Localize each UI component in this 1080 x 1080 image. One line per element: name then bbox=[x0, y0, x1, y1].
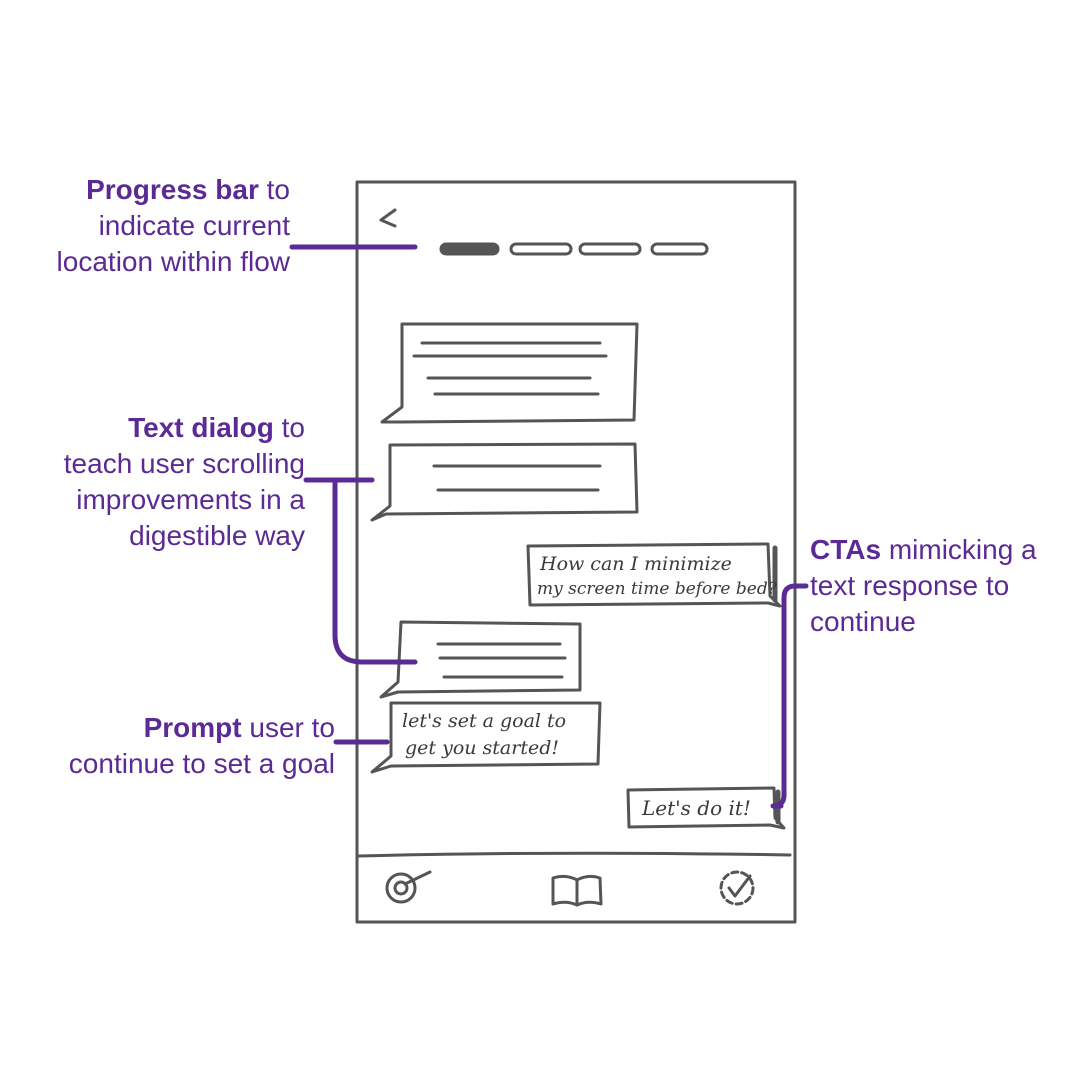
bot-bubble-3 bbox=[379, 620, 582, 699]
annotation-prompt: Prompt user to continue to set a goal bbox=[68, 712, 335, 779]
progress-step-3 bbox=[578, 242, 642, 256]
ctas-leader bbox=[770, 583, 809, 809]
bot-prompt-bubble bbox=[370, 701, 602, 774]
cta-label[interactable]: Let's do it! bbox=[641, 796, 751, 820]
annotation-ctas: CTAs mimicking a text response to contin… bbox=[810, 534, 1037, 637]
annotation-text-dialog: Text dialog to teach user scrolling impr… bbox=[63, 412, 305, 551]
chevron-left-icon[interactable] bbox=[379, 208, 397, 228]
bot-bubble-2 bbox=[370, 442, 639, 522]
bot-prompt-line1: let's set a goal to bbox=[402, 710, 566, 732]
book-icon[interactable] bbox=[551, 874, 603, 907]
progress-step-1 bbox=[439, 242, 500, 256]
annotation-progress-bar: Progress bar to indicate current locatio… bbox=[56, 174, 290, 277]
progress-bar bbox=[439, 242, 709, 256]
progress-step-2 bbox=[509, 242, 573, 256]
target-icon[interactable] bbox=[385, 870, 432, 904]
phone-frame bbox=[355, 180, 797, 924]
progress-step-4 bbox=[650, 242, 709, 256]
bot-prompt-line2: get you started! bbox=[405, 737, 559, 759]
user-question-bubble[interactable] bbox=[526, 542, 782, 608]
check-circle-icon[interactable] bbox=[719, 870, 755, 906]
bot-bubble-1 bbox=[380, 322, 639, 424]
user-question-line1: How can I minimize bbox=[539, 553, 732, 575]
user-question-line2: my screen time before bed? bbox=[537, 579, 778, 599]
dialog-leader-lower bbox=[303, 477, 418, 665]
tabbar-divider bbox=[356, 851, 792, 858]
